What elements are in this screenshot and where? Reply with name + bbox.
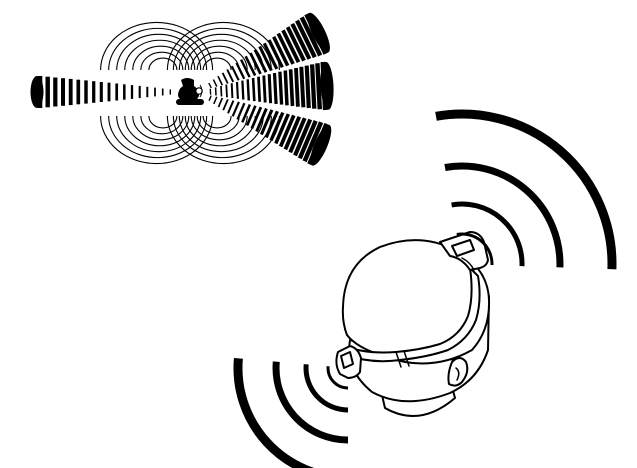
right-beam-stripe	[280, 72, 282, 105]
lower-right-beam-stripe	[271, 113, 283, 141]
left-beam-cap	[31, 76, 44, 108]
sensor-device-icon	[176, 78, 204, 105]
arc-line	[149, 116, 177, 128]
right-beam-stripe	[232, 83, 233, 98]
right-beam-stripe	[242, 81, 243, 100]
signal-wave-icon-left	[238, 358, 348, 468]
upper-right-beam-stripe	[227, 70, 233, 82]
arc-line	[125, 40, 195, 70]
upper-right-beam-stripe	[213, 80, 216, 87]
arc-line	[149, 58, 177, 70]
lower-right-beam-stripe	[219, 98, 223, 107]
right-beam-stripe	[301, 67, 303, 108]
right-beam-stripe	[291, 69, 293, 106]
lower-right-beam-stripe	[214, 97, 217, 104]
right-beam-stripe	[253, 78, 254, 101]
upper-right-beam-stripe	[218, 76, 222, 85]
lower-right-beam-stripe	[228, 101, 233, 114]
right-beam-stripe	[317, 63, 319, 109]
lower-right-beam-stripe	[209, 96, 211, 101]
upper-right-beam-stripe	[223, 73, 228, 84]
lower-right-beam-stripe	[233, 102, 239, 116]
right-beam	[210, 62, 334, 111]
right-beam-stripe	[248, 79, 249, 100]
right-beam-stripe	[312, 64, 314, 108]
lower-arc-pattern	[101, 116, 280, 164]
upper-right-beam-stripe	[209, 83, 212, 88]
upper-arc-pattern	[101, 22, 280, 70]
left-beam	[31, 76, 171, 108]
arc-line	[203, 58, 231, 70]
arc-line	[125, 116, 195, 146]
upper-right-beam-stripe	[232, 66, 239, 80]
signal-wave-left-arc	[276, 362, 348, 440]
right-beam-stripe	[237, 82, 238, 99]
right-beam-stripe	[226, 85, 227, 98]
right-beam-stripe	[307, 66, 309, 108]
lower-right-beam-stripe	[223, 99, 228, 110]
upper-right-beam	[209, 10, 334, 88]
right-beam-stripe	[259, 77, 260, 102]
right-beam-stripe	[269, 74, 270, 103]
arc-line	[203, 116, 231, 128]
rear-sensor-module	[336, 346, 361, 378]
head-mounted-device-icon	[336, 232, 489, 416]
right-beam-stripe	[275, 73, 277, 104]
sensor-beam-pattern-icon	[31, 10, 336, 168]
right-beam-stripe	[264, 76, 265, 103]
arc-line	[185, 116, 255, 146]
right-beam-stripe	[221, 86, 222, 97]
right-beam-stripe	[296, 68, 298, 107]
right-beam-stripe	[285, 71, 287, 106]
